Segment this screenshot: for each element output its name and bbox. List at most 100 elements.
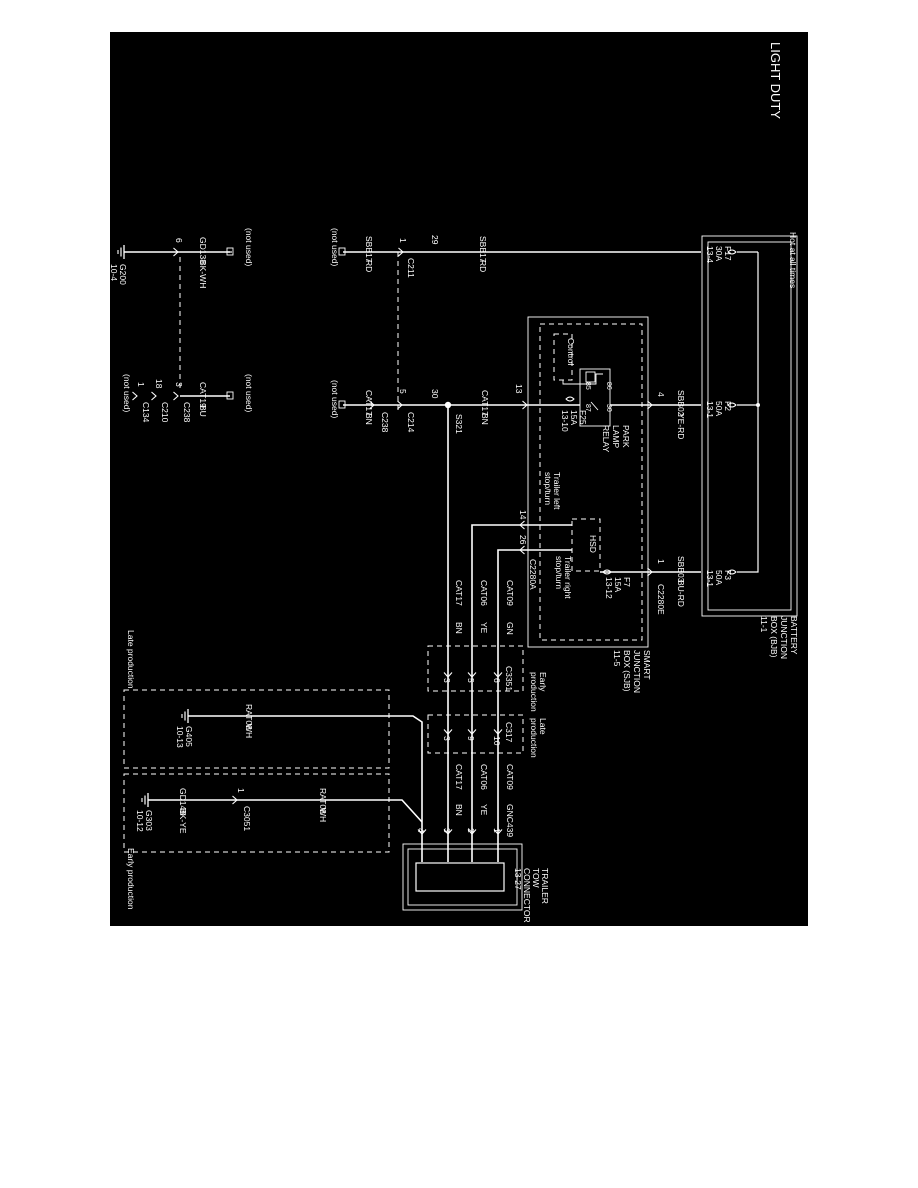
pin-c134-1: 1 — [136, 382, 146, 387]
label-not-used-5: (not used) — [122, 374, 132, 412]
bjb-name-line-2: JUNCTION — [779, 616, 789, 659]
label-cat06-lower: CAT06 — [479, 764, 489, 790]
ground-g303-line-1: G303 — [144, 810, 154, 831]
pin-c3051-1: 1 — [236, 788, 246, 793]
fuse-f25-icon — [565, 396, 575, 402]
gd138-end-cap — [226, 247, 234, 256]
label-late-production-c317-2: production — [529, 718, 539, 758]
label-cat06-upper: CAT06 — [479, 580, 489, 606]
label-gd148: GD148 — [178, 788, 188, 815]
pin-c317-10: 10 — [492, 736, 502, 746]
ground-g405-icon — [181, 708, 189, 724]
bjb-inner-box — [707, 241, 792, 611]
fuse-f2-line-1: F2 — [723, 401, 733, 411]
label-early-production-c3351-1: Early — [538, 672, 548, 692]
label-gd138: GD138 — [198, 237, 208, 264]
pin-c2280e-1: 1 — [656, 559, 666, 564]
label-sbb02: SBB02 — [676, 390, 686, 417]
bjb-bus-node — [756, 403, 760, 407]
fuse-f2-line-2: 50A — [714, 401, 724, 416]
pin-c238-3: 3 — [174, 382, 184, 387]
label-late-production-c317-1: Late — [538, 718, 548, 735]
hsd-box — [571, 518, 601, 572]
label-s321: S321 — [454, 414, 464, 434]
trailer-label-line-2: TOW — [531, 868, 541, 888]
label-bk-wh: BK-WH — [198, 260, 208, 288]
trailer-label-line-4: 13-27 — [513, 868, 523, 890]
sjb-outer-box — [527, 316, 649, 648]
fuse-f17-line-3: 13-4 — [705, 246, 715, 263]
pin-gd138-6: 6 — [174, 238, 184, 243]
label-rat08-late: RAT08 — [244, 704, 254, 730]
relay-label-line-3: RELAY — [601, 425, 611, 453]
hsd-label: HSD — [588, 535, 598, 553]
pin-c2280e-4: 4 — [656, 392, 666, 397]
relay-pin-86: 86 — [605, 382, 612, 390]
fuse-f3-line-1: F3 — [723, 570, 733, 580]
label-wh-early: WH — [318, 808, 328, 822]
label-cat17-lower: CAT17 — [454, 764, 464, 790]
label-c3351: C3351 — [504, 666, 514, 691]
pin-c3351-6: 6 — [492, 678, 502, 683]
c317-region — [427, 714, 524, 754]
label-c211: C211 — [406, 258, 416, 278]
wire-cat09 — [497, 549, 572, 862]
fuse-f17-line-1: F17 — [723, 246, 733, 261]
label-sbb17-right: SBB17 — [478, 236, 488, 263]
relay-switch-contact — [590, 401, 599, 411]
fuse-f25-line-3: 13-10 — [560, 410, 570, 432]
label-sbb17-left: SBB17 — [364, 236, 374, 263]
label-late-production-left: Late production — [126, 630, 136, 689]
label-sbb03: SBB03 — [676, 556, 686, 583]
label-rd-right: RD — [478, 260, 488, 272]
pin-trailer-3: 3 — [442, 828, 452, 833]
label-c317: C317 — [504, 722, 514, 743]
pin-c238-5: 5 — [398, 389, 408, 394]
label-not-used-2: (not used) — [330, 380, 340, 418]
relay-label-line-2: LAMP — [611, 425, 621, 448]
ground-g200-line-2: 10-4 — [110, 264, 119, 281]
trailer-connector-outer — [402, 843, 523, 911]
relay-pin-85: 85 — [584, 382, 591, 390]
label-bu-rd: BU-RD — [676, 580, 686, 607]
cat19-end-cap — [226, 391, 234, 400]
label-c238-b: C238 — [182, 402, 192, 423]
pin-c3351-3: 3 — [442, 678, 452, 683]
ground-g303-icon — [141, 792, 149, 808]
fuse-f7-line-1: F7 — [622, 577, 632, 587]
c3351-region — [427, 645, 524, 692]
pin-c317-3: 3 — [442, 736, 452, 741]
label-ye-upper: YE — [479, 622, 489, 634]
fuse-f3-line-2: 50A — [714, 570, 724, 585]
bjb-outer-box — [701, 235, 798, 617]
label-bk-ye: BK-YE — [178, 808, 188, 834]
label-cat17-upper: CAT17 — [454, 580, 464, 606]
pin-trailer-4: 4 — [416, 828, 426, 833]
pin-c2280a-26: 26 — [518, 535, 528, 545]
pin-c211-29: 29 — [430, 235, 440, 245]
bjb-hot-label: Hot at all times — [788, 232, 798, 288]
sbb17-end-cap — [338, 247, 346, 256]
label-rd-left: RD — [364, 260, 374, 272]
pin-c211-1: 1 — [398, 238, 408, 243]
pin-c214-30: 30 — [430, 389, 440, 399]
c238-pin3-terminal-icon — [172, 391, 179, 401]
fuse-f7-line-2: 15A — [613, 577, 623, 592]
label-ye-lower: YE — [479, 804, 489, 816]
sjb-name-line-2: JUNCTION — [632, 650, 642, 693]
ground-g200-icon — [117, 244, 125, 260]
ground-g405-line-1: G405 — [184, 726, 194, 747]
label-not-used-3: (not used) — [244, 228, 254, 266]
label-c3051: C3051 — [242, 806, 252, 831]
sjb-inner-box — [539, 323, 643, 641]
pin-trailer-1: 1 — [492, 828, 502, 833]
park-lamp-relay-box — [579, 368, 611, 427]
sjb-name-line-1: SMART — [642, 650, 652, 680]
bjb-bus — [737, 252, 759, 573]
label-bn-lower: BN — [454, 804, 464, 816]
c210-pin18-terminal-icon — [150, 391, 157, 401]
fuse-f25-line-1: F25 — [578, 410, 588, 425]
bjb-name-line-3: BOX (BJB) — [769, 616, 779, 658]
wire-rat08-late — [188, 715, 423, 862]
pin-c3351-5: 5 — [466, 678, 476, 683]
